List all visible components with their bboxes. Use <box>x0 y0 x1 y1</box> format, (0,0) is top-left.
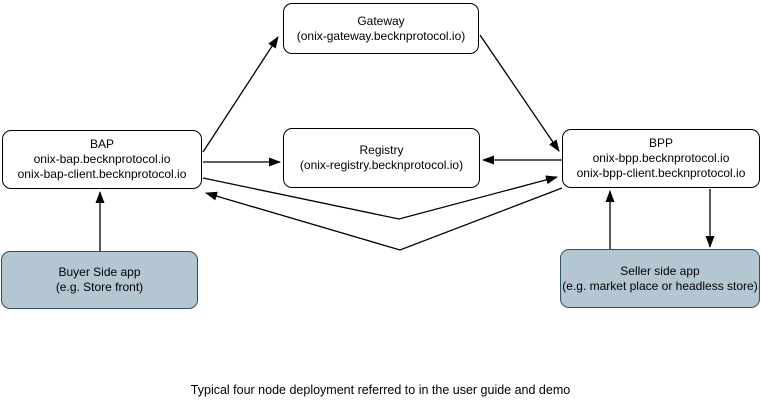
node-seller-title: Seller side app <box>620 263 700 278</box>
node-registry-host: (onix-registry.becknprotocol.io) <box>299 158 464 172</box>
node-gateway-host: (onix-gateway.becknprotocol.io) <box>296 28 466 43</box>
arrow-bpp-to-bap <box>205 187 563 251</box>
arrow-gateway-to-bpp <box>479 34 560 152</box>
node-bpp-title: BPP <box>648 136 673 150</box>
node-bpp-host: onix-bpp.becknprotocol.io <box>592 151 730 165</box>
node-buyer-title: Buyer Side app <box>58 265 141 279</box>
node-buyer-side-app: Buyer Side app (e.g. Store front) <box>1 251 198 309</box>
node-seller-subtitle: (e.g. market place or headless store) <box>562 278 758 293</box>
node-registry-title: Registry <box>359 143 404 157</box>
node-gateway: Gateway (onix-gateway.becknprotocol.io) <box>283 3 479 54</box>
diagram-caption: Typical four node deployment referred to… <box>190 383 571 397</box>
node-bap-title: BAP <box>89 137 114 151</box>
node-bap-host: onix-bap.becknprotocol.io <box>33 152 171 166</box>
node-bap: BAP onix-bap.becknprotocol.io onix-bap-c… <box>2 130 202 189</box>
node-registry: Registry (onix-registry.becknprotocol.io… <box>283 128 480 188</box>
arrow-bap-to-gateway <box>202 36 279 153</box>
node-bap-client-host: onix-bap-client.becknprotocol.io <box>17 167 187 181</box>
node-bpp-client-host: onix-bpp-client.becknprotocol.io <box>576 166 746 180</box>
node-bpp: BPP onix-bpp.becknprotocol.io onix-bpp-c… <box>562 129 760 188</box>
node-gateway-title: Gateway <box>357 13 405 28</box>
node-buyer-subtitle: (e.g. Store front) <box>55 280 144 294</box>
node-seller-side-app: Seller side app (e.g. market place or he… <box>560 249 760 308</box>
